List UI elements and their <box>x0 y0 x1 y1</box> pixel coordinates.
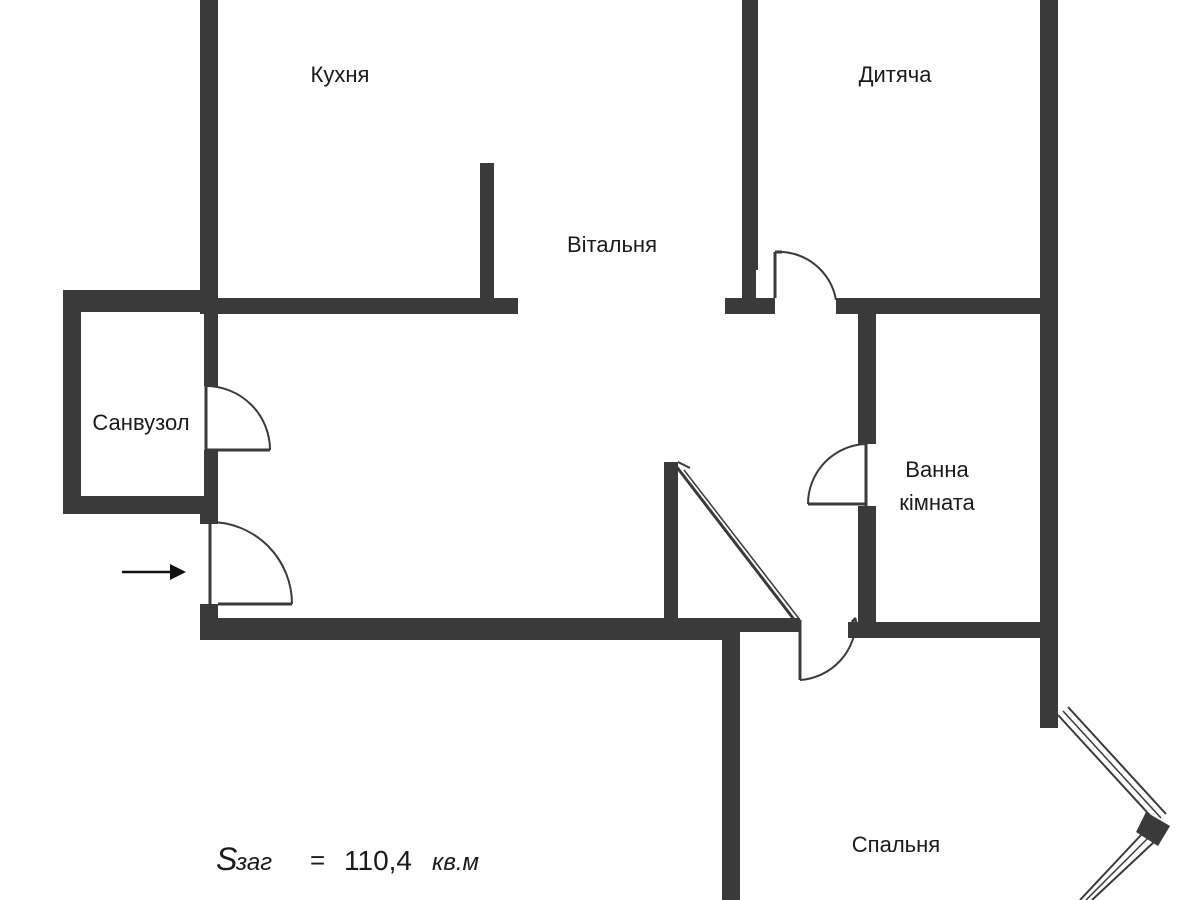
area-value: 110,4 <box>344 845 412 876</box>
label-living-room: Вітальня <box>567 232 657 257</box>
label-bedroom: Спальня <box>852 832 940 857</box>
walls <box>63 0 1170 900</box>
area-symbol: S <box>216 841 237 877</box>
wall-kitchen-left <box>200 0 218 314</box>
wall-bay-post <box>1040 700 1058 728</box>
door-bedroom <box>798 616 858 681</box>
label-wc: Санвузол <box>92 410 189 435</box>
wall-wc-left <box>63 290 81 514</box>
door-entrance <box>208 521 293 606</box>
wall-right-exterior <box>1040 0 1058 720</box>
area-unit: кв.м <box>432 849 479 876</box>
wall-wc-top <box>63 290 218 312</box>
area-subscript: заг <box>235 849 272 876</box>
wall-bathroom-left-bottom <box>858 506 876 636</box>
door-bathroom <box>807 443 868 506</box>
wall-kitchen-bottom <box>200 298 518 314</box>
wall-kids-bottom-left <box>725 298 775 314</box>
wall-wc-right-top <box>204 312 218 386</box>
closet-sliding-door <box>674 461 801 623</box>
wall-bedroom-top-right <box>848 622 860 638</box>
label-kitchen: Кухня <box>311 62 370 87</box>
wall-kitchen-partition <box>480 163 494 314</box>
wall-kids-left <box>742 0 758 270</box>
label-bathroom-line2: кімната <box>899 490 975 515</box>
door-wc <box>204 385 271 452</box>
door-kids-room <box>773 250 837 301</box>
label-bathroom-line1: Ванна <box>905 457 969 482</box>
wall-bathroom-bottom <box>858 622 1058 638</box>
wall-bay-corner <box>1136 812 1170 846</box>
wall-wc-right-stub <box>200 506 218 524</box>
wall-corridor-bottom <box>200 618 740 640</box>
wall-wc-bottom <box>63 496 218 514</box>
total-area: S заг = 110,4 кв.м <box>216 841 479 877</box>
label-kids-room: Дитяча <box>859 62 933 87</box>
arrow-right-icon <box>122 564 186 580</box>
area-equals: = <box>310 845 325 875</box>
wall-bedroom-left <box>722 618 740 900</box>
wall-wc-right-bottom <box>204 450 218 522</box>
wall-bedroom-top-stub <box>722 618 800 632</box>
doors <box>204 250 868 681</box>
bay-window <box>1057 706 1167 900</box>
wall-closet <box>664 462 678 622</box>
wall-kids-bottom <box>836 298 1058 314</box>
wall-bathroom-left-top <box>858 298 876 444</box>
